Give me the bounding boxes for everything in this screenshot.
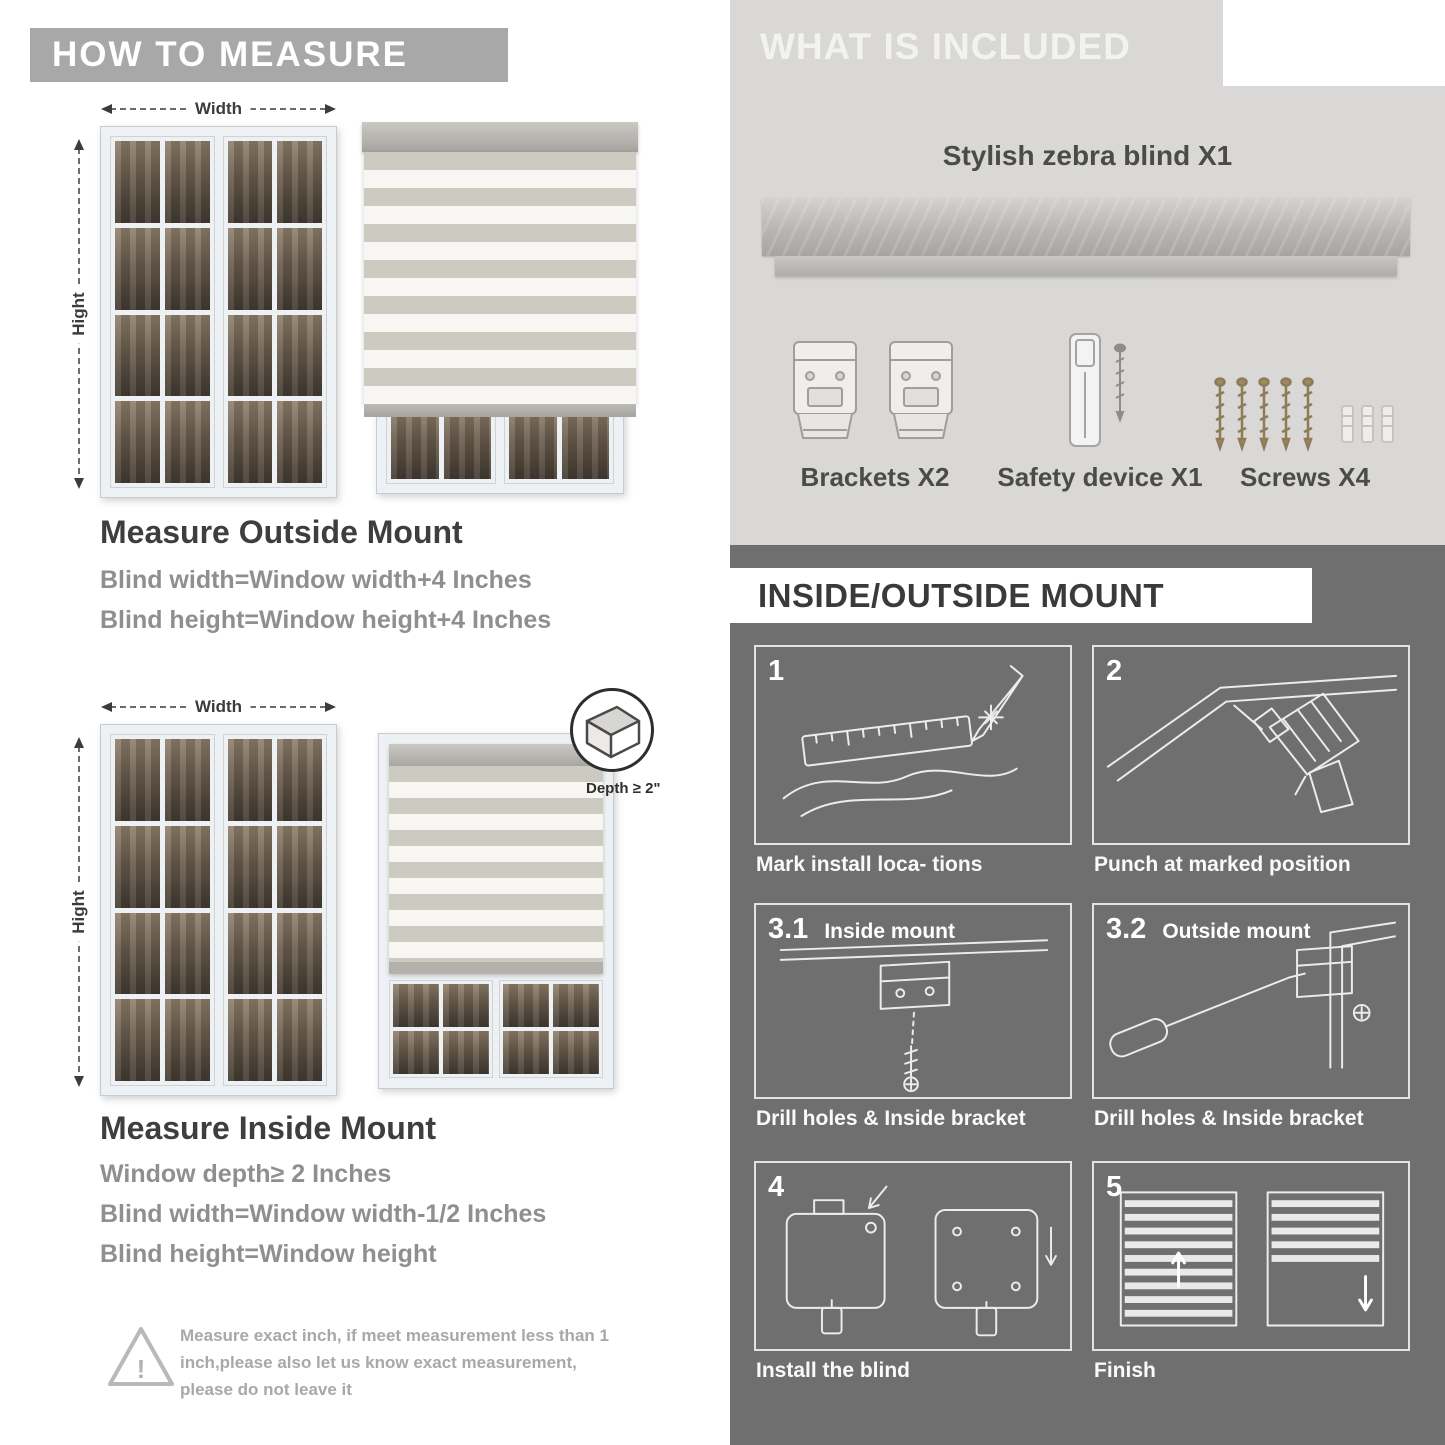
inside-height-formula: Blind height=Window height <box>100 1240 437 1268</box>
window-sash <box>110 734 215 1086</box>
blind-cassette <box>362 122 638 152</box>
warning-icon: ! <box>106 1324 176 1390</box>
window-sash <box>222 136 327 488</box>
how-to-measure-banner: HOW TO MEASURE <box>30 28 508 82</box>
outside-mount-blind-illustration <box>362 122 638 494</box>
drill-illustration <box>1106 674 1398 814</box>
step-number: 1 <box>768 655 785 687</box>
screws-label: Screws X4 <box>1239 462 1371 492</box>
inside-bracket-illustration <box>779 939 1049 1093</box>
safety-device-icon <box>1069 333 1126 447</box>
width-arrow-icon: Width <box>100 99 337 119</box>
step-title: Outside mount <box>1162 920 1311 943</box>
install-blind-illustration <box>785 1185 1057 1337</box>
outside-mount-heading: Measure Outside Mount <box>100 514 463 550</box>
what-is-included-title: WHAT IS INCLUDED <box>760 26 1131 67</box>
safety-device-label: Safety device X1 <box>997 462 1203 492</box>
inside-mount-blind-illustration <box>378 733 614 1089</box>
brackets-label: Brackets X2 <box>800 462 950 492</box>
window-illustration-inside <box>100 724 337 1096</box>
outside-bracket-illustration <box>1109 921 1396 1069</box>
width-arrow-icon: Width <box>100 697 337 717</box>
step-panel-3-1: 3.1 Inside mount <box>754 903 1072 1099</box>
step-panel-2: 2 <box>1092 645 1410 845</box>
height-label: Hight <box>69 882 89 942</box>
bracket-icon <box>793 341 953 439</box>
inside-blind <box>389 744 603 974</box>
width-label: Width <box>186 697 251 717</box>
blind-bottom-rail <box>389 962 603 974</box>
zebra-blind-label: Stylish zebra blind X1 <box>942 140 1233 171</box>
step-panel-1: 1 <box>754 645 1072 845</box>
blind-cassette <box>389 744 603 766</box>
height-arrow-icon: Hight <box>69 138 89 490</box>
how-to-measure-title: HOW TO MEASURE <box>52 35 408 74</box>
step-panel-5: 5 <box>1092 1161 1410 1351</box>
window-panes <box>389 980 603 1078</box>
corner-spacer <box>1223 0 1445 86</box>
what-is-included-section: WHAT IS INCLUDED Stylish zebra blind X1 <box>730 0 1445 545</box>
step-number: 3.1 <box>768 913 809 945</box>
depth-requirement-label: Depth ≥ 2" <box>586 780 661 797</box>
step-title: Inside mount <box>824 920 955 943</box>
step-caption: Install the blind <box>756 1359 911 1382</box>
screw-icon <box>1214 377 1394 452</box>
how-to-measure-section: HOW TO MEASURE Width Hight Measure Outsi… <box>0 0 710 1445</box>
mount-title: INSIDE/OUTSIDE MOUNT <box>758 576 1165 614</box>
step-panel-4: 4 <box>754 1161 1072 1351</box>
step-caption: Punch at marked position <box>1094 853 1351 876</box>
mount-banner: INSIDE/OUTSIDE MOUNT <box>730 568 1312 623</box>
inside-outside-mount-section: INSIDE/OUTSIDE MOUNT 1 Mark install loca… <box>730 545 1445 1445</box>
blind-bottom-rail <box>364 404 636 417</box>
depth-detail-circle-icon <box>570 688 654 772</box>
step-caption: Finish <box>1094 1359 1156 1382</box>
zebra-blind-headrail-illustration <box>762 198 1410 276</box>
width-label: Width <box>186 99 251 119</box>
step-number: 5 <box>1106 1171 1123 1203</box>
outside-width-formula: Blind width=Window width+4 Inches <box>100 566 532 594</box>
finish-illustration <box>1119 1191 1385 1327</box>
inside-mount-heading: Measure Inside Mount <box>100 1110 437 1146</box>
window-illustration-outside <box>100 126 337 498</box>
mark-locations-illustration <box>782 665 1024 818</box>
step-number: 2 <box>1106 655 1123 687</box>
zebra-fabric <box>364 152 636 404</box>
headrail-valance <box>775 256 1397 276</box>
step-number: 4 <box>768 1171 785 1203</box>
outside-height-formula: Blind height=Window height+4 Inches <box>100 606 552 634</box>
inside-width-formula: Blind width=Window width-1/2 Inches <box>100 1200 547 1228</box>
step-panel-3-2: 3.2 Outside mount <box>1092 903 1410 1099</box>
measurement-note: Measure exact inch, if meet measurement … <box>180 1326 609 1400</box>
height-label: Hight <box>69 284 89 344</box>
step-caption: Drill holes & Inside bracket <box>1094 1107 1364 1130</box>
window-sash <box>222 734 327 1086</box>
step-caption: Mark install loca- tions <box>756 853 983 876</box>
height-arrow-icon: Hight <box>69 736 89 1088</box>
window-sash <box>110 136 215 488</box>
inside-depth-rule: Window depth≥ 2 Inches <box>100 1160 392 1188</box>
step-number: 3.2 <box>1106 913 1147 945</box>
step-caption: Drill holes & Inside bracket <box>756 1107 1026 1130</box>
warning-exclamation: ! <box>136 1354 146 1384</box>
zebra-fabric <box>389 766 603 962</box>
